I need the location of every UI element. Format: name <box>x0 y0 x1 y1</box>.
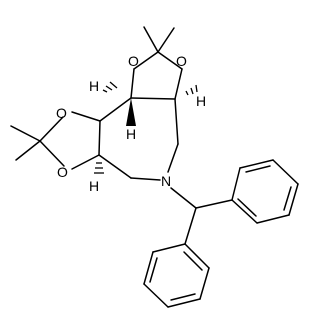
atom-oxygen-mid-left: O <box>56 105 67 121</box>
atom-hydrogen-mid: H <box>126 126 136 142</box>
bond-o3-cq2 <box>39 116 64 142</box>
hashed-bond-low-left <box>94 162 104 174</box>
hashed-bond-top-left <box>102 81 118 93</box>
bond-c1-o1 <box>130 68 135 99</box>
bond-cq2-o4 <box>39 140 65 167</box>
bond-c2-ch2-right <box>174 98 179 145</box>
bond-ch-ph1 <box>195 199 233 209</box>
atom-oxygen-top-left: O <box>128 53 139 69</box>
bond-c3-c4 <box>98 120 101 156</box>
bond-ch-ph2 <box>184 207 197 245</box>
phenyl-ring-right <box>231 159 299 224</box>
bond-ch2-right-n <box>167 143 179 173</box>
bond-o4-c4 <box>71 154 100 170</box>
bond-layer <box>10 26 299 308</box>
atom-oxygen-top-right: O <box>176 53 187 69</box>
bond-cq1-methyl-a <box>143 26 159 53</box>
bond-c3-o3 <box>71 111 101 122</box>
bond-cq1-methyl-b <box>157 27 175 53</box>
bond-ch2-left-c4 <box>98 154 132 179</box>
bond-cq2-methyl-a <box>10 125 41 142</box>
phenyl-ring-bottom <box>143 243 210 308</box>
wedge-bond-mid <box>126 98 136 126</box>
bond-cq2-methyl-b <box>15 140 41 161</box>
bond-n-ch2-left <box>130 177 161 181</box>
atom-hydrogen-low-left: H <box>89 178 99 194</box>
atom-oxygen-low-left: O <box>57 164 68 180</box>
atom-label-layer: O O O O N H H H H <box>56 53 206 194</box>
bond-o1-cq1 <box>133 51 159 70</box>
bond-o2-c2 <box>174 68 183 100</box>
atom-hydrogen-top-right: H <box>196 93 206 109</box>
bond-cq1-o2 <box>157 51 183 70</box>
atom-nitrogen: N <box>161 173 171 189</box>
stereo-bond-layer <box>94 81 198 174</box>
bond-c1-c2 <box>130 97 176 100</box>
hashed-bond-top-right <box>185 84 198 96</box>
bond-c1-c3 <box>99 97 132 122</box>
atom-hydrogen-top-left: H <box>89 78 99 94</box>
bond-n-ch <box>170 187 197 209</box>
